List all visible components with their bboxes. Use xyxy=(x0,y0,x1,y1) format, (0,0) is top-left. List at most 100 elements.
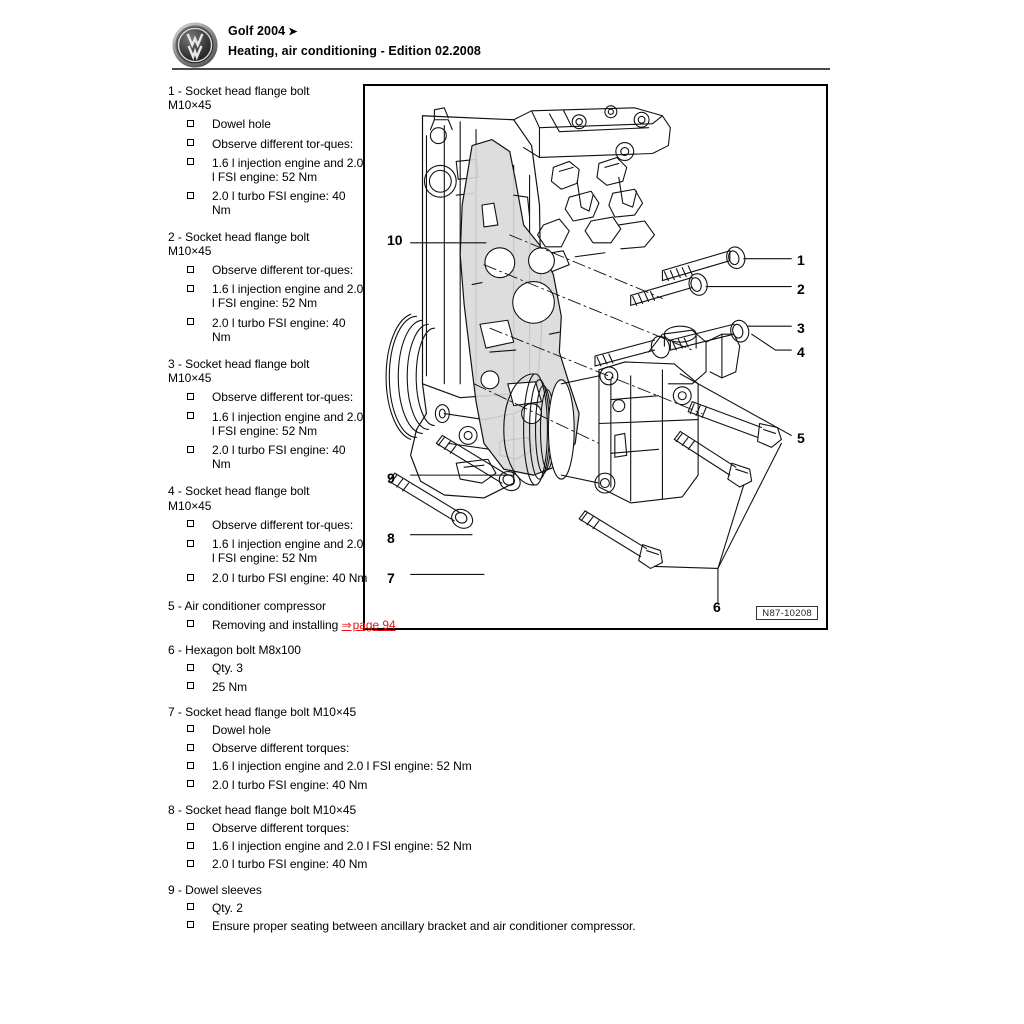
figure-callout-5: 5 xyxy=(797,430,805,446)
item-title: 5 - Air conditioner compressor xyxy=(168,598,326,613)
checkbox-bullet-icon xyxy=(187,780,194,788)
bullet-text: Dowel hole xyxy=(212,722,271,737)
list-item: 1.6 l injection engine and 2.0 l FSI eng… xyxy=(168,282,768,310)
list-item: 5 - Air conditioner compressor Removing … xyxy=(168,599,768,632)
checkbox-bullet-icon xyxy=(187,158,194,166)
header-divider xyxy=(172,68,830,70)
checkbox-bullet-icon xyxy=(187,139,194,147)
xref-label: page 94 xyxy=(352,617,396,632)
bullet-text: 1.6 l injection engine and 2.0 l FSI eng… xyxy=(212,409,364,438)
item-bullets: Removing and installing ⇒page 94 xyxy=(168,618,768,632)
item-bullets: 2.0 l turbo FSI engine: 40 Nm xyxy=(168,571,768,585)
checkbox-bullet-icon xyxy=(187,445,194,453)
figure-callout-7: 7 xyxy=(387,570,395,586)
item-title: 4 - Socket head flange bolt M10×45 xyxy=(168,484,310,513)
bullet-text: Observe different torques: xyxy=(212,741,350,756)
header-title-block: Golf 2004➤ Heating, air conditioning - E… xyxy=(228,22,481,61)
vw-roundel-logo xyxy=(172,22,218,68)
checkbox-bullet-icon xyxy=(187,682,194,689)
list-item: Observe different tor-­ques: xyxy=(168,390,768,404)
list-item: 1 - Socket head flange bolt M10×45 Dowel… xyxy=(168,84,768,218)
bullet-text: 1.6 l injection engine and 2.0 l FSI eng… xyxy=(212,155,364,185)
bullet-text: 2.0 l turbo FSI engine: 40 Nm xyxy=(212,443,346,472)
bullet-text: 2.0 l turbo FSI engine: 40 Nm xyxy=(212,777,368,792)
checkbox-bullet-icon xyxy=(187,663,194,671)
parts-list-wide-column: 2.0 l turbo FSI engine: 40 Nm 5 - Air co… xyxy=(168,571,768,933)
list-item: 2.0 l turbo FSI engine: 40 Nm xyxy=(168,316,768,344)
item-bullets: Qty. 2 Ensure proper seating between anc… xyxy=(168,901,768,933)
list-item: 2.0 l turbo FSI engine: 40 Nm xyxy=(168,571,768,585)
item-title: 8 - Socket head flange bolt M10×45 xyxy=(168,802,357,817)
figure-callout-4: 4 xyxy=(797,344,805,360)
checkbox-bullet-icon xyxy=(187,859,194,867)
bullet-text: 1.6 l injection engine and 2.0 l FSI eng… xyxy=(212,839,472,854)
list-item: Ensure proper seating between ancillary … xyxy=(168,919,768,933)
bullet-text: Removing and installing ⇒page 94 xyxy=(190,618,752,632)
item-bullets: Qty. 3 25 Nm xyxy=(168,661,768,694)
list-item: 25 Nm xyxy=(168,680,768,694)
list-item: Qty. 2 xyxy=(168,901,768,915)
bullet-text: Dowel hole xyxy=(212,117,271,132)
list-item: Observe different torques: xyxy=(168,821,768,835)
list-item: 1.6 l injection engine and 2.0 l FSI eng… xyxy=(168,759,768,773)
item-title: 6 - Hexagon bolt M8x100 xyxy=(168,643,301,658)
checkbox-bullet-icon xyxy=(187,265,194,273)
list-item: 8 - Socket head flange bolt M10×45 Obser… xyxy=(168,803,768,872)
exploded-view-drawing xyxy=(385,105,792,603)
figure-callout-2: 2 xyxy=(797,281,805,297)
checkbox-bullet-icon xyxy=(187,573,194,581)
list-item: 1.6 l injection engine and 2.0 l FSI eng… xyxy=(168,156,768,184)
checkbox-bullet-icon xyxy=(187,903,194,911)
checkbox-bullet-icon xyxy=(187,392,194,400)
list-item: 2.0 l turbo FSI engine: 40 Nm xyxy=(168,857,768,871)
checkbox-bullet-icon xyxy=(187,743,194,751)
list-item: 1.6 l injection engine and 2.0 l FSI eng… xyxy=(168,410,768,438)
list-item: 2.0 l turbo FSI engine: 40 Nm xyxy=(168,443,768,471)
figure-callout-1: 1 xyxy=(797,252,805,268)
bullet-text: 1.6 l injection engine and 2.0 l FSI eng… xyxy=(212,282,364,311)
bullet-text: 1.6 l injection engine and 2.0 l FSI eng… xyxy=(212,759,472,774)
bullet-text: Observe different tor-­ques: xyxy=(212,517,354,532)
bullet-text: 1.6 l injection engine and 2.0 l FSI eng… xyxy=(212,537,364,566)
checkbox-bullet-icon xyxy=(187,841,194,849)
figure-callout-9: 9 xyxy=(387,470,395,486)
checkbox-bullet-icon xyxy=(187,191,194,199)
figure-illustration: 10 1 2 3 4 5 9 8 7 6 N87-10208 xyxy=(363,84,828,630)
figure-callout-6: 6 xyxy=(713,599,721,615)
list-item: Observe different tor-­ques: xyxy=(168,137,768,151)
checkbox-bullet-icon xyxy=(187,412,194,420)
item-bullets: Observe different tor-­ques: 1.6 l injec… xyxy=(168,263,768,344)
checkbox-bullet-icon xyxy=(187,761,194,769)
parts-list: 1 - Socket head flange bolt M10×45 Dowel… xyxy=(168,84,768,933)
list-item: 1.6 l injection engine and 2.0 l FSI eng… xyxy=(168,537,768,565)
list-item: Removing and installing ⇒page 94 xyxy=(168,618,768,632)
list-item: 2.0 l turbo FSI engine: 40 Nm xyxy=(168,189,768,217)
document-header: Golf 2004➤ Heating, air conditioning - E… xyxy=(172,20,832,72)
cross-reference-link-page-94[interactable]: ⇒page 94 xyxy=(342,618,396,632)
item-bullets: Dowel hole Observe different torques: 1.… xyxy=(168,723,768,792)
parts-list-narrow-column: 1 - Socket head flange bolt M10×45 Dowel… xyxy=(168,84,768,565)
item-title: 9 - Dowel sleeves xyxy=(168,882,262,897)
checkbox-bullet-icon xyxy=(187,539,194,547)
bullet-text: 25 Nm xyxy=(212,679,248,694)
header-arrow-icon: ➤ xyxy=(288,26,298,38)
bullet-text: Observe different torques: xyxy=(212,820,350,835)
item-bullets: Observe different tor-­ques: 1.6 l injec… xyxy=(168,390,768,471)
bullet-text: 2.0 l turbo FSI engine: 40 Nm xyxy=(212,315,346,344)
figure-callout-3: 3 xyxy=(797,320,805,336)
bullet-text: 2.0 l turbo FSI engine: 40 Nm xyxy=(212,571,368,586)
bullet-text: 2.0 l turbo FSI engine: 40 Nm xyxy=(212,189,346,218)
xref-arrow-icon: ⇒ xyxy=(341,617,352,632)
checkbox-bullet-icon xyxy=(187,119,194,127)
checkbox-bullet-icon xyxy=(187,520,194,528)
list-item: Dowel hole xyxy=(168,117,768,131)
list-item: 7 - Socket head flange bolt M10×45 Dowel… xyxy=(168,705,768,792)
item-title: 3 - Socket head flange bolt M10×45 xyxy=(168,357,310,386)
checkbox-bullet-icon xyxy=(187,284,194,292)
header-model-line: Golf 2004➤ xyxy=(228,22,481,42)
item-title: 1 - Socket head flange bolt M10×45 xyxy=(168,84,310,113)
bullet-text: Ensure proper seating between ancillary … xyxy=(212,918,636,933)
figure-callout-10: 10 xyxy=(387,232,403,248)
header-model-text: Golf 2004 xyxy=(228,24,286,38)
